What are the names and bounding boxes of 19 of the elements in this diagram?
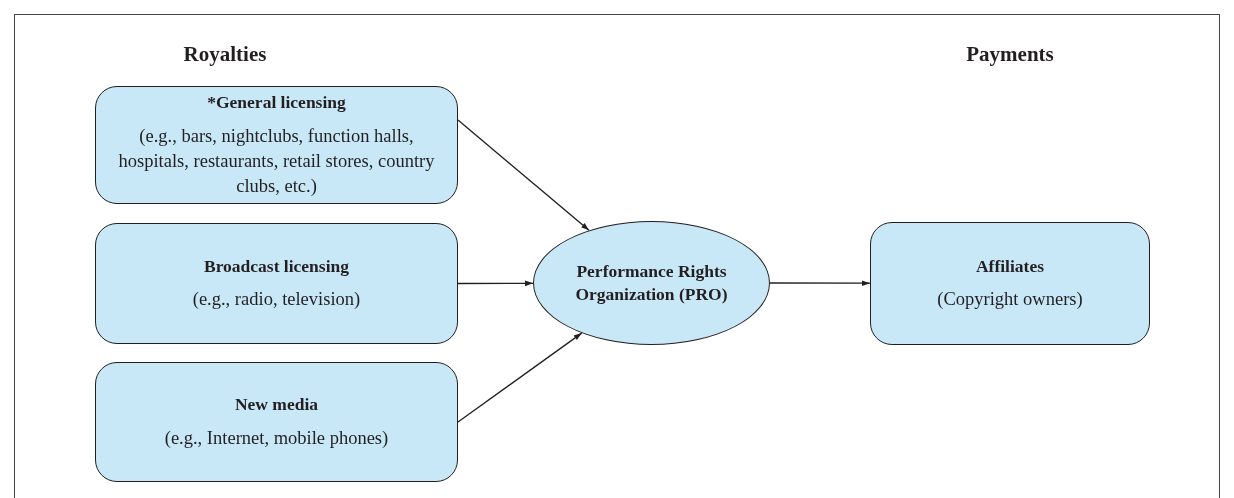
arrow: [457, 280, 534, 287]
box-title: Performance Rights Organization (PRO): [574, 260, 729, 306]
box-description: (e.g., bars, nightclubs, function halls, hospitals, restaurants, retail stores, country clubs, etc.): [117, 124, 436, 198]
process-box: [870, 222, 1150, 345]
box-description: (e.g., Internet, mobile phones): [164, 426, 389, 450]
arrow: [457, 332, 583, 423]
box-title: Affiliates: [975, 254, 1044, 278]
column-heading: Royalties: [183, 42, 267, 67]
column-heading: Payments: [966, 42, 1054, 67]
process-box: [95, 86, 458, 204]
box-description: (e.g., radio, television): [192, 288, 361, 312]
arrow: [457, 119, 590, 231]
arrow: [769, 280, 871, 286]
box-title: Broadcast licensing: [203, 254, 349, 278]
box-title: *General licensing: [207, 91, 346, 114]
process-box: [95, 362, 458, 482]
box-title: New media: [234, 393, 319, 416]
box-description: (Copyright owners): [937, 288, 1083, 312]
process-box: [95, 223, 458, 344]
